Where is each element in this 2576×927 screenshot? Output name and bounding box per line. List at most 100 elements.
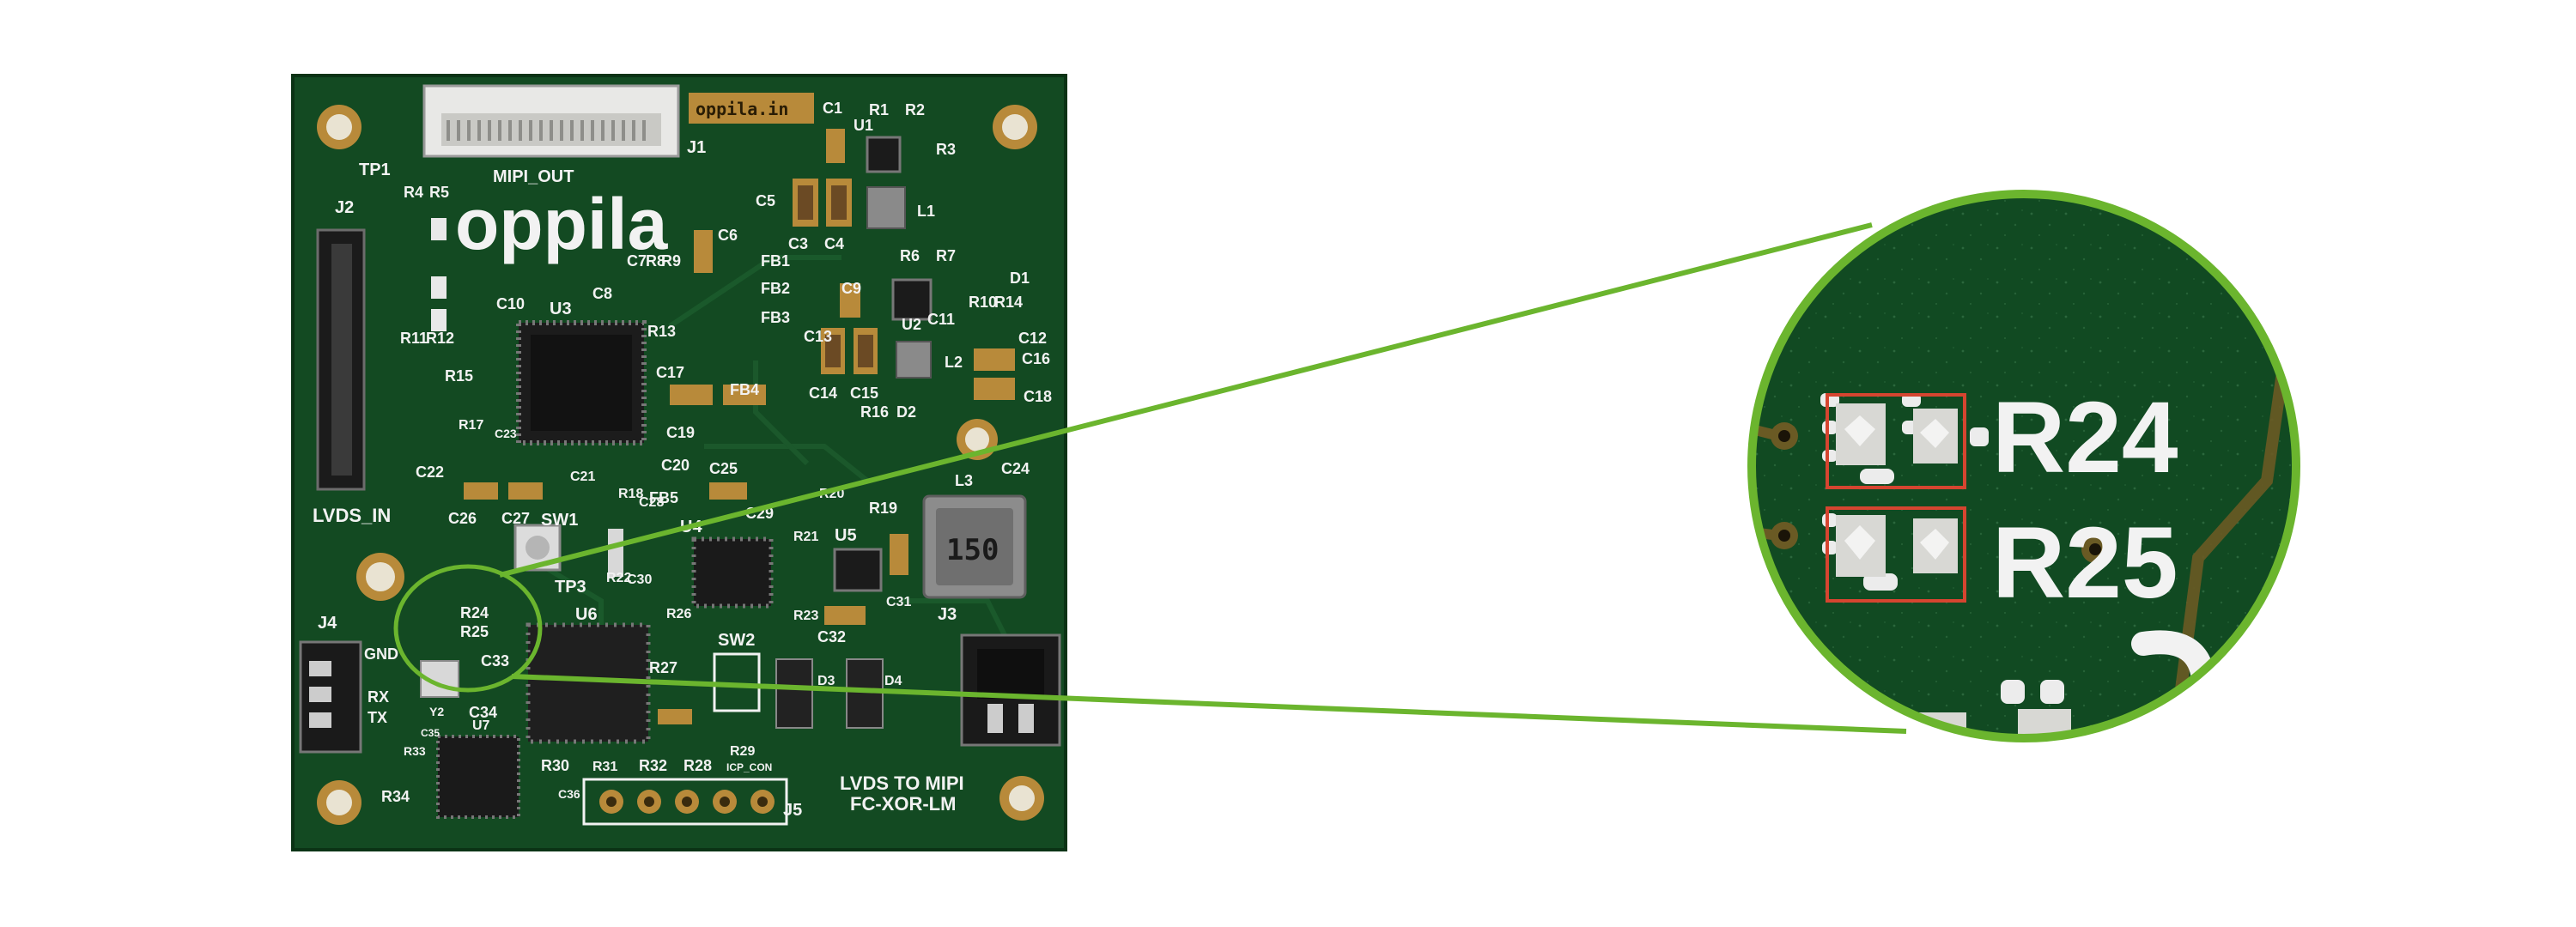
label-tp3: TP3 bbox=[555, 578, 586, 597]
label-c14: C14 bbox=[809, 385, 837, 402]
label-c16: C16 bbox=[1022, 350, 1050, 367]
ic-u7 bbox=[436, 735, 520, 819]
board-model: FC-XOR-LM bbox=[850, 793, 956, 815]
label-c9: C9 bbox=[841, 280, 861, 297]
zoom-label-r25: R25 bbox=[1992, 506, 2178, 620]
label-icp-con: ICP_CON bbox=[726, 761, 772, 773]
lvds-connector-j2 bbox=[316, 228, 366, 491]
inductor-l1 bbox=[866, 186, 906, 229]
label-r16: R16 bbox=[860, 403, 889, 421]
label-fb2: FB2 bbox=[761, 280, 790, 297]
label-c1: C1 bbox=[823, 100, 842, 117]
label-d2: D2 bbox=[896, 403, 916, 421]
mounting-holes bbox=[317, 105, 1044, 825]
label-c6: C6 bbox=[718, 227, 738, 244]
label-r5: R5 bbox=[429, 184, 449, 201]
ic-u1 bbox=[866, 136, 902, 173]
label-j3: J3 bbox=[938, 605, 957, 624]
label-sw1: SW1 bbox=[541, 511, 578, 530]
label-c33: C33 bbox=[481, 652, 509, 670]
label-r17: R17 bbox=[459, 418, 483, 433]
ic-u2 bbox=[891, 278, 933, 321]
label-r19: R19 bbox=[869, 500, 897, 517]
label-c3: C3 bbox=[788, 235, 808, 252]
label-c22: C22 bbox=[416, 464, 444, 481]
label-r7: R7 bbox=[936, 247, 956, 264]
smd-components bbox=[431, 129, 1015, 724]
label-c34: C34 bbox=[469, 704, 497, 721]
label-c36: C36 bbox=[558, 787, 580, 801]
label-r11: R11 bbox=[400, 330, 428, 347]
board-title: LVDS TO MIPI bbox=[840, 772, 964, 794]
highlight-box-r25 bbox=[1826, 506, 1966, 603]
label-lvds-in: LVDS_IN bbox=[313, 505, 391, 526]
label-c28: C28 bbox=[639, 495, 664, 510]
label-c19: C19 bbox=[666, 424, 695, 441]
label-r27: R27 bbox=[649, 659, 677, 676]
label-c15: C15 bbox=[850, 385, 878, 402]
label-c35: C35 bbox=[421, 727, 440, 739]
label-j2: J2 bbox=[335, 198, 354, 217]
label-c32: C32 bbox=[817, 628, 846, 645]
label-r10: R10 bbox=[969, 294, 997, 311]
label-r21: R21 bbox=[793, 530, 818, 544]
label-r22: R22 bbox=[606, 571, 631, 585]
highlight-box-r24 bbox=[1826, 393, 1966, 489]
label-r25: R25 bbox=[460, 623, 489, 640]
label-d3: D3 bbox=[817, 674, 835, 688]
label-r4: R4 bbox=[404, 184, 423, 201]
ic-u5 bbox=[833, 548, 883, 592]
label-sw2: SW2 bbox=[718, 631, 755, 650]
label-r31: R31 bbox=[592, 760, 617, 774]
label-r24: R24 bbox=[460, 604, 489, 621]
zoom-callout bbox=[393, 222, 1907, 734]
label-fb3: FB3 bbox=[761, 309, 790, 326]
label-c26: C26 bbox=[448, 510, 477, 527]
brand-logo: oppila bbox=[455, 184, 669, 264]
label-r6: R6 bbox=[900, 247, 920, 264]
label-rx: RX bbox=[368, 688, 389, 706]
label-l2: L2 bbox=[945, 354, 963, 371]
label-r26: R26 bbox=[666, 607, 691, 621]
callout-source-ring bbox=[393, 564, 543, 693]
label-j5: J5 bbox=[783, 801, 802, 820]
label-r32: R32 bbox=[639, 757, 667, 774]
label-j1: J1 bbox=[687, 138, 706, 157]
callout-line-top bbox=[499, 222, 1873, 578]
label-r9: R9 bbox=[661, 252, 681, 270]
label-r3: R3 bbox=[936, 141, 956, 158]
main-ic-u3 bbox=[516, 320, 647, 445]
icp-header-j5 bbox=[582, 778, 788, 826]
inductor-l3: 150 bbox=[922, 494, 1027, 599]
label-d1: D1 bbox=[1010, 270, 1030, 287]
brand-tag: oppila.in bbox=[696, 99, 788, 119]
label-c7: C7 bbox=[627, 252, 647, 270]
label-c21: C21 bbox=[570, 470, 595, 484]
label-r23: R23 bbox=[793, 609, 818, 623]
label-tp1: TP1 bbox=[359, 161, 391, 179]
label-r29: R29 bbox=[730, 744, 755, 759]
zoom-circle-border bbox=[1747, 190, 2300, 742]
inductor-marking: 150 bbox=[946, 533, 999, 567]
label-c13: C13 bbox=[804, 328, 832, 345]
label-r30: R30 bbox=[541, 757, 569, 774]
label-r2: R2 bbox=[905, 101, 925, 118]
label-r18: R18 bbox=[618, 487, 643, 501]
label-c24: C24 bbox=[1001, 460, 1030, 477]
label-c23: C23 bbox=[495, 427, 517, 440]
label-u1: U1 bbox=[854, 117, 873, 134]
label-c5: C5 bbox=[756, 192, 775, 209]
uart-connector-j4 bbox=[299, 640, 362, 754]
label-c11: C11 bbox=[927, 311, 955, 328]
label-tx: TX bbox=[368, 709, 387, 726]
label-l1: L1 bbox=[917, 203, 935, 220]
label-r8: R8 bbox=[646, 252, 665, 270]
label-c30: C30 bbox=[627, 573, 652, 587]
label-r1: R1 bbox=[869, 101, 889, 118]
label-u6: U6 bbox=[575, 605, 598, 624]
label-u3: U3 bbox=[550, 300, 572, 318]
zoom-label-r24: R24 bbox=[1992, 381, 2178, 494]
label-u5: U5 bbox=[835, 526, 857, 545]
diode-d3 bbox=[775, 658, 813, 729]
diode-d4 bbox=[846, 658, 884, 729]
